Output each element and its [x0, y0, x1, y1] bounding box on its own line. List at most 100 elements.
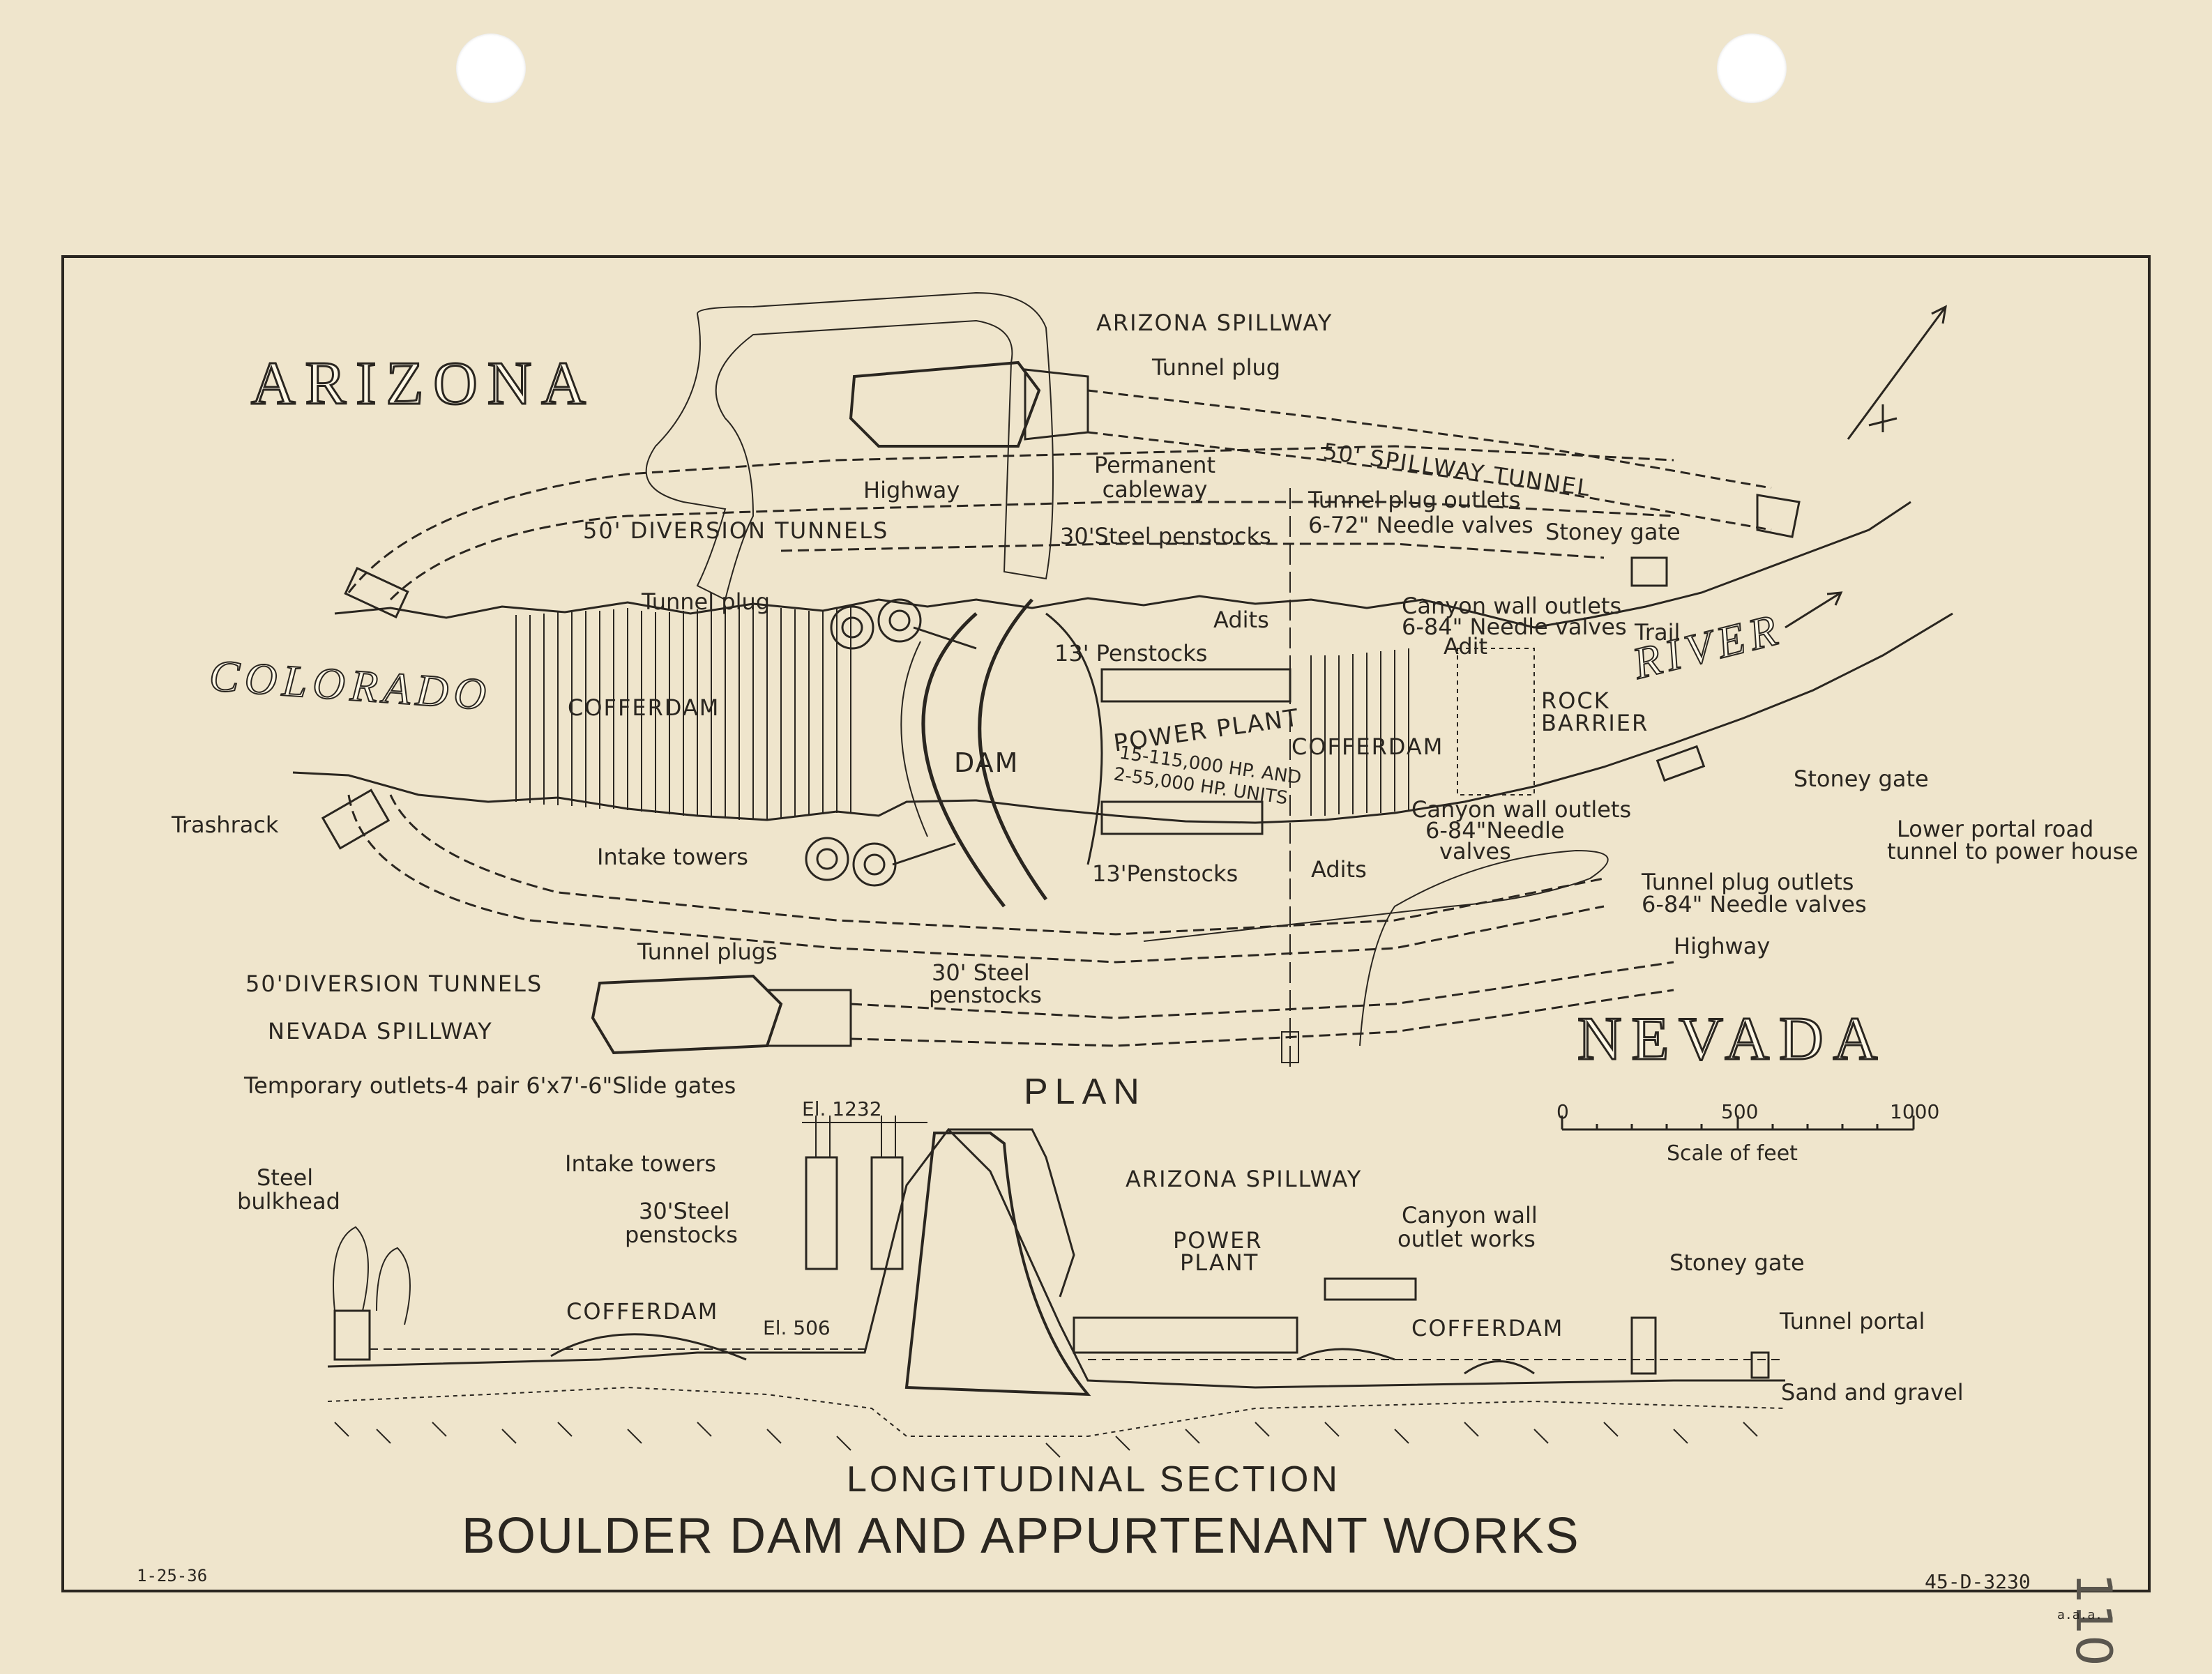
steel-penstocks-nv-label-2: penstocks: [929, 982, 1042, 1008]
steel-penstocks-nv-label-1: 30' Steel: [932, 959, 1030, 986]
section-power-plant: [1073, 1316, 1298, 1354]
arizona-spillway-label: ARIZONA SPILLWAY: [1096, 310, 1333, 336]
power-plant-section-label-1: POWER: [1173, 1227, 1263, 1254]
rock-barrier: [1457, 648, 1535, 796]
arizona-state-label: ARIZONA: [250, 349, 596, 419]
intake-towers-upper: [830, 598, 977, 650]
section-cofferdam-right: [1296, 1348, 1395, 1361]
scale-tick-0: 0: [1556, 1100, 1569, 1123]
north-arrow: [1847, 305, 1947, 440]
tunnel-plug-outlets-az-label: Tunnel plug outlets: [1308, 487, 1521, 513]
cofferdam-lower-label: COFFERDAM: [1291, 733, 1444, 760]
stoney-gate-top-label: Stoney gate: [1545, 519, 1681, 545]
power-plant-south-wing: [1100, 800, 1264, 835]
punch-hole-right: [1717, 33, 1787, 103]
trail-label: Trail: [1635, 619, 1681, 646]
cofferdam-upper-label: COFFERDAM: [568, 694, 720, 721]
section-stoney-gate: [1630, 1316, 1657, 1375]
el-506-label: El. 506: [763, 1316, 831, 1339]
highway-top-label: Highway: [863, 477, 960, 503]
sand-gravel-label: Sand and gravel: [1781, 1379, 1964, 1406]
el-1232-label: El. 1232: [802, 1097, 882, 1120]
dam-arc-outer: [921, 612, 1006, 908]
needle-valves-84-nv-label: 6-84" Needle valves: [1642, 891, 1867, 918]
river-north-bank: [334, 501, 1911, 629]
penstocks-13-top-label: 13' Penstocks: [1054, 640, 1208, 667]
lower-portal-label-2: tunnel to power house: [1887, 838, 2139, 865]
initials: a.a.a.: [2057, 1608, 2103, 1622]
canyon-wall-section-label-2: outlet works: [1397, 1226, 1536, 1252]
drawing-frame: [61, 255, 2151, 1592]
date-label: 1-25-36: [137, 1566, 208, 1585]
section-ground-surface: [327, 1127, 1785, 1389]
punch-hole-left: [456, 33, 526, 103]
intake-towers-lower: [805, 837, 956, 887]
section-canyon-wall-outlets: [1324, 1277, 1417, 1301]
rock-barrier-label-2: BARRIER: [1541, 710, 1649, 736]
nv-diversion-tunnel-2: [389, 794, 1605, 936]
section-cofferdam-left: [550, 1333, 747, 1361]
section-tunnel-portal: [1750, 1351, 1770, 1379]
section-steel-bulkhead: [333, 1309, 371, 1361]
dam-label: DAM: [954, 747, 1020, 778]
steel-bulkhead-label-2: bulkhead: [237, 1188, 340, 1215]
section-intake-tower-1: [805, 1156, 838, 1270]
canyon-wall-outlets-nv-label-3: valves: [1439, 838, 1511, 865]
section-dam-profile: [904, 1132, 1091, 1397]
nv-spillway-tunnel: [850, 961, 1674, 1047]
trashrack-label: Trashrack: [172, 812, 279, 838]
temporary-outlets-label: Temporary outlets-4 pair 6'x7'-6"Slide g…: [244, 1072, 736, 1099]
az-diversion-tunnel-2: [389, 501, 1674, 601]
tunnel-plug-outlets-nv-label: Tunnel plug outlets: [1642, 869, 1854, 895]
canyon-wall-outlets-nv-label-2: 6-84"Needle: [1425, 817, 1565, 844]
needle-valves-84-top-label: 6-84" Needle valves: [1402, 614, 1627, 640]
drawing-number: 45-D-3230: [1925, 1570, 2031, 1593]
tunnel-plug-top-label: Tunnel plug: [1152, 354, 1281, 381]
river-south-bank: [292, 612, 1953, 824]
trashrack-structure: [321, 789, 391, 850]
power-plant-north-wing: [1100, 668, 1291, 703]
needle-valves-72-label: 6-72" Needle valves: [1308, 512, 1533, 538]
tunnel-portal-label: Tunnel portal: [1780, 1308, 1925, 1334]
nevada-spillway-body: [591, 974, 783, 1055]
nevada-state-label: NEVADA: [1576, 1005, 1888, 1074]
cofferdam-section-left-label: COFFERDAM: [566, 1298, 719, 1325]
steel-penstocks-az-label: 30'Steel penstocks: [1060, 523, 1271, 549]
steel-penstocks-section-label-1: 30'Steel: [639, 1198, 730, 1224]
lower-portal-label-1: Lower portal road: [1897, 816, 2094, 842]
adit-label: Adit: [1444, 633, 1488, 660]
scale-tick-1000: 1000: [1890, 1100, 1940, 1123]
az-highway: [645, 291, 1054, 601]
steel-penstocks-section-label-2: penstocks: [625, 1222, 738, 1248]
stoney-gate-nv-label: Stoney gate: [1794, 766, 1929, 792]
upper-cofferdam-hatch: [515, 605, 851, 820]
arizona-spillway-section-label: ARIZONA SPILLWAY: [1126, 1166, 1363, 1192]
nevada-spillway-label: NEVADA SPILLWAY: [268, 1018, 493, 1044]
adits-top-label: Adits: [1213, 607, 1269, 633]
canyon-wall-outlets-nv-label-1: Canyon wall outlets: [1411, 796, 1632, 823]
tunnel-plug-az-label: Tunnel plug: [642, 588, 771, 615]
stoney-gate-section-label: Stoney gate: [1669, 1249, 1805, 1276]
section-intake-tower-2: [870, 1156, 904, 1270]
dam-arc-inner: [978, 598, 1048, 901]
permanent-cableway-label: Permanent cableway: [1093, 452, 1215, 503]
stoney-gate-nv-structure: [1656, 745, 1706, 782]
section-rock-hatch: [334, 1422, 1758, 1458]
arizona-spillway-body: [849, 360, 1041, 448]
plan-title: PLAN: [1024, 1072, 1146, 1112]
section-title: LONGITUDINAL SECTION: [847, 1459, 1340, 1500]
canyon-wall-section-label-1: Canyon wall: [1402, 1202, 1538, 1228]
adits-nv-label: Adits: [1311, 856, 1367, 883]
cofferdam-section-right-label: COFFERDAM: [1411, 1315, 1564, 1341]
az-spillway-tunnel-bottom: [1087, 431, 1772, 531]
diversion-tunnels-nv-label: 50'DIVERSION TUNNELS: [245, 971, 543, 997]
az-diversion-tunnel-3: [780, 542, 1605, 559]
nv-diversion-tunnel-1: [347, 794, 1605, 964]
scale-tick-500: 500: [1721, 1100, 1759, 1123]
scale-bar: [1561, 1116, 1915, 1131]
penstocks-13-nv-label: 13'Penstocks: [1092, 860, 1238, 887]
power-plant-section-label-2: PLANT: [1180, 1249, 1259, 1276]
az-diversion-tunnel-1: [347, 445, 1674, 593]
river-flow-arrow: [1785, 591, 1843, 629]
